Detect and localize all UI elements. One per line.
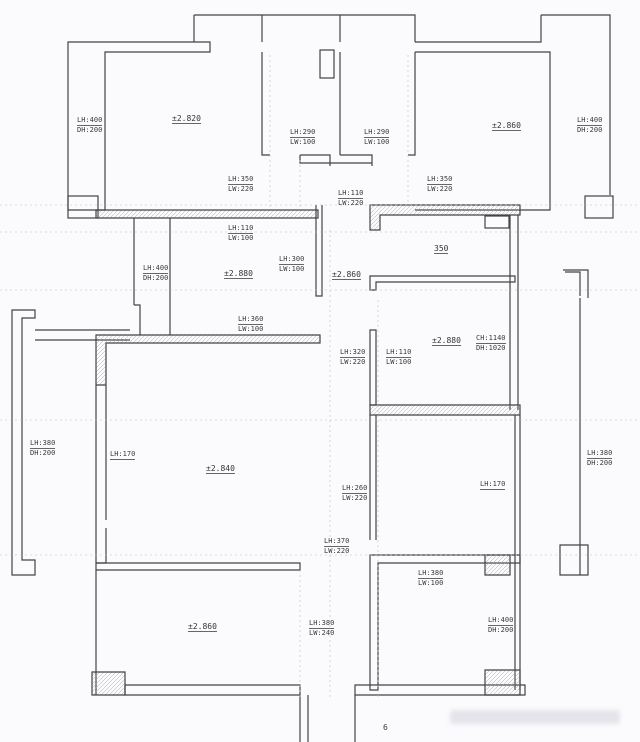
elevation-hall: 350 <box>434 244 449 254</box>
watermark <box>450 710 620 724</box>
section-marker: 6 <box>383 723 388 732</box>
elevation-master-bedroom: ±2.820 <box>172 114 201 124</box>
opening-label: LH:170 <box>480 480 506 490</box>
elevation-dining: ±2.860 <box>188 622 217 632</box>
elevation-corridor: ±2.860 <box>332 270 361 280</box>
elevation-small-bedroom: ±2.880 <box>432 336 461 346</box>
opening-label: LH:170 <box>110 450 136 460</box>
elevation-second-bedroom: ±2.860 <box>492 121 521 131</box>
elevation-living-room: ±2.840 <box>206 464 235 474</box>
elevation-study: ±2.880 <box>224 269 253 279</box>
